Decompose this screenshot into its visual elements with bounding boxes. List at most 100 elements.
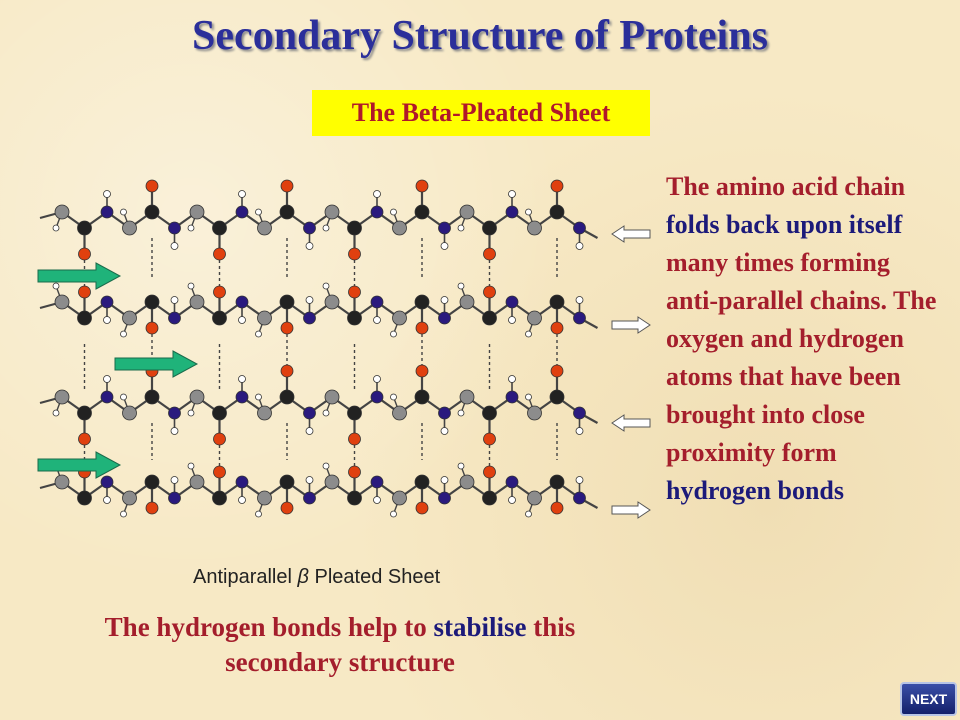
diagram-caption: Antiparallel β Pleated Sheet [193, 566, 441, 588]
carbon-atom [324, 389, 340, 405]
hydrogen-atom [238, 190, 246, 198]
hydrogen-atom [52, 282, 60, 290]
carbon-atom [122, 405, 137, 421]
nitrogen-atom [235, 205, 249, 219]
arrow-left-icon [611, 225, 651, 243]
oxygen-atom [145, 321, 159, 335]
carbon-atom [122, 490, 137, 506]
nitrogen-atom [303, 311, 316, 325]
hydrogen-atom [305, 427, 314, 435]
oxygen-atom [483, 432, 496, 446]
carbon-atom [279, 204, 295, 220]
oxygen-atom [348, 285, 361, 299]
carbon-atom [392, 310, 407, 326]
carbon-atom [257, 220, 272, 236]
hydrogen-atom [120, 330, 127, 338]
oxygen-atom [415, 364, 429, 378]
carbon-atom [77, 220, 92, 236]
carbon-atom [324, 204, 340, 220]
carbon-atom [257, 490, 272, 506]
hydrogen-atom [508, 190, 516, 198]
carbon-atom [122, 220, 137, 236]
nitrogen-atom [505, 295, 519, 309]
hydrogen-atom [170, 476, 179, 484]
carbon-atom [527, 405, 542, 421]
nitrogen-atom [100, 390, 114, 404]
carbon-atom [212, 310, 227, 326]
hydrogen-atom [305, 296, 314, 304]
direction-arrow [114, 350, 199, 378]
oxygen-atom [550, 364, 564, 378]
oxygen-atom [213, 465, 226, 479]
beta-sheet-diagram [37, 179, 599, 518]
hydrogen-atom [390, 510, 397, 518]
oxygen-atom [78, 432, 91, 446]
carbon-atom [459, 294, 475, 310]
nitrogen-atom [505, 390, 519, 404]
nitrogen-atom [573, 311, 586, 325]
hydrogen-atom [525, 330, 532, 338]
direction-arrow [37, 262, 122, 290]
carbon-atom [77, 310, 92, 326]
nitrogen-atom [573, 406, 586, 420]
nitrogen-atom [438, 221, 451, 235]
oxygen-atom [550, 321, 564, 335]
hydrogen-atom [508, 316, 516, 324]
hydrogen-atom [575, 427, 584, 435]
nitrogen-atom [505, 475, 519, 489]
nitrogen-atom [235, 295, 249, 309]
bonds [39, 186, 599, 515]
nitrogen-atom [303, 491, 316, 505]
hydrogen-atom [373, 375, 381, 383]
hydrogen-atom [120, 510, 127, 518]
carbon-atom [549, 294, 565, 310]
side-explanation: The amino acid chain folds back upon its… [666, 172, 937, 505]
carbon-atom [347, 405, 362, 421]
hydrogen-atom [457, 462, 465, 470]
hydrogen-atom [322, 409, 330, 417]
oxygen-atom [483, 285, 496, 299]
nitrogen-atom [370, 205, 384, 219]
carbon-atom [279, 389, 295, 405]
carbon-atom [77, 490, 92, 506]
oxygen-atom [145, 179, 159, 193]
carbon-atom [482, 220, 497, 236]
carbon-atom [414, 389, 430, 405]
hydrogen-atom [238, 316, 246, 324]
carbon-atom [77, 405, 92, 421]
hydrogen-atom [575, 242, 584, 250]
carbon-atom [144, 294, 160, 310]
carbon-atom [122, 310, 137, 326]
nitrogen-atom [438, 311, 451, 325]
carbon-atom [347, 490, 362, 506]
carbon-atom [212, 405, 227, 421]
hydrogen-atom [103, 375, 111, 383]
hydrogen-atom [120, 208, 127, 216]
nitrogen-atom [100, 295, 114, 309]
carbon-atom [54, 389, 70, 405]
carbon-atom [189, 294, 205, 310]
hydrogen-atom [390, 330, 397, 338]
carbon-atom [549, 204, 565, 220]
carbon-atom [347, 310, 362, 326]
hydrogen-atom [440, 476, 449, 484]
hydrogen-atom [187, 462, 195, 470]
carbon-atom [392, 405, 407, 421]
carbon-atom [189, 389, 205, 405]
hydrogen-atom [440, 427, 449, 435]
hydrogen-atom [575, 296, 584, 304]
next-button[interactable]: NEXT [900, 682, 957, 716]
carbon-atom [527, 220, 542, 236]
nitrogen-atom [438, 406, 451, 420]
nitrogen-atom [303, 221, 316, 235]
hydrogen-atom [440, 296, 449, 304]
hydrogen-atom [238, 375, 246, 383]
nitrogen-atom [168, 406, 181, 420]
oxygen-atom [145, 501, 159, 515]
oxygen-atom [550, 501, 564, 515]
hydrogen-atom [508, 496, 516, 504]
oxygen-atom [483, 465, 496, 479]
hydrogen-atom [187, 224, 195, 232]
nitrogen-atom [370, 295, 384, 309]
nitrogen-atom [168, 491, 181, 505]
